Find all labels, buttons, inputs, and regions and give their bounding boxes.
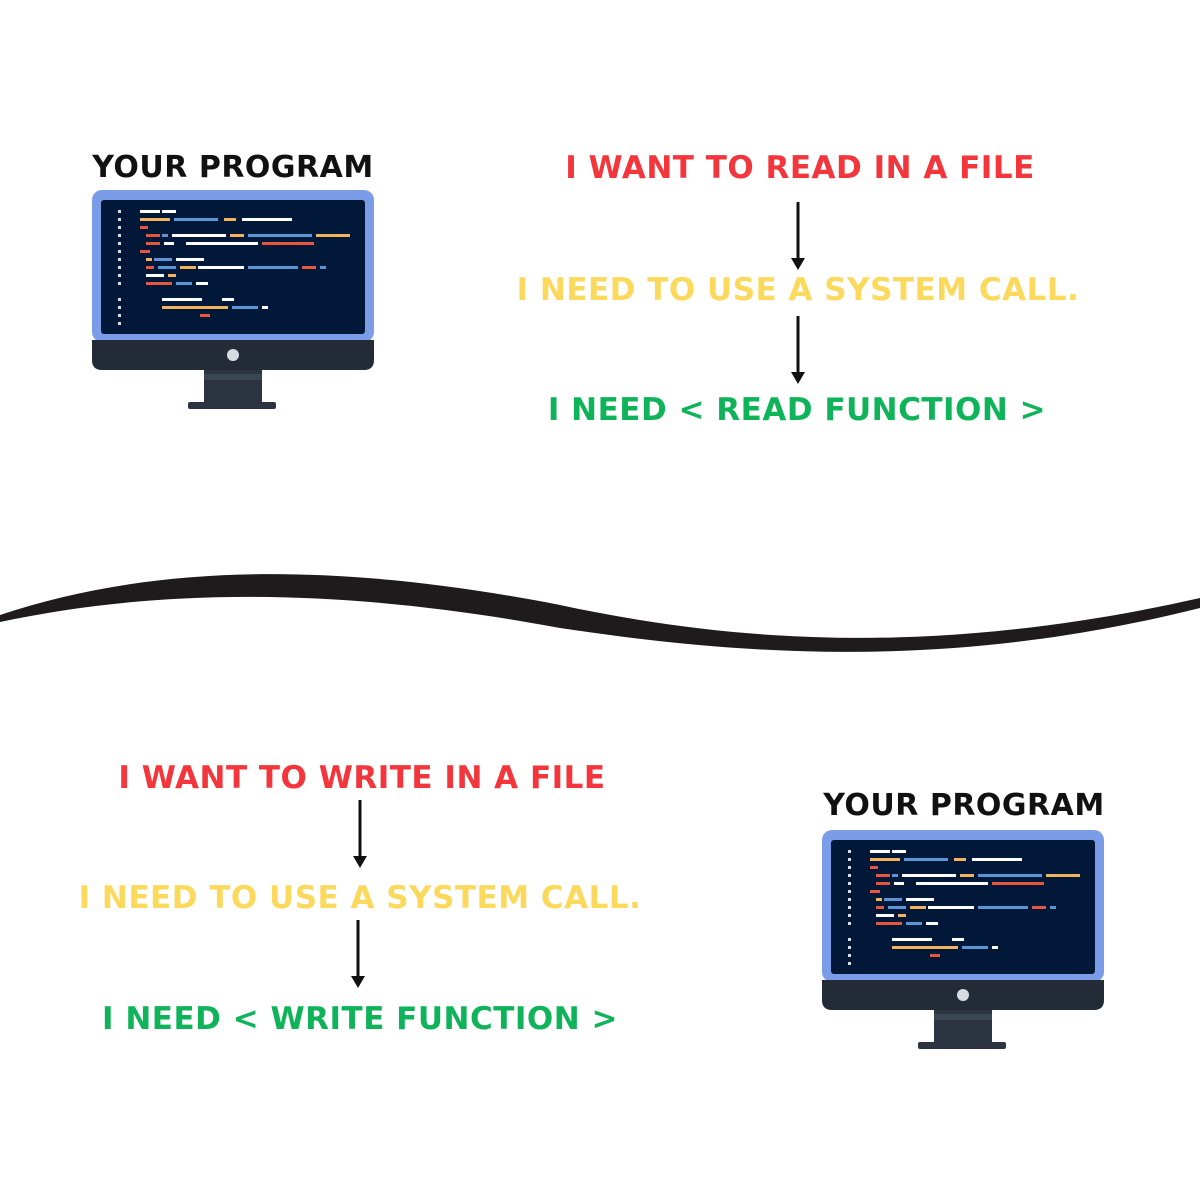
read-step-want: I WANT TO READ IN A FILE xyxy=(565,150,1035,186)
read-arrow-down-icon-2 xyxy=(791,316,805,384)
read-program-label: YOUR PROGRAM xyxy=(92,150,374,185)
write-step-system-call: I NEED TO USE A SYSTEM CALL. xyxy=(78,880,642,916)
write-step-want: I WANT TO WRITE IN A FILE xyxy=(118,760,606,796)
write-arrow-down-icon-2 xyxy=(351,920,365,988)
read-arrow-down-icon-1 xyxy=(791,202,805,270)
write-monitor-icon xyxy=(822,830,1104,1049)
write-program-label: YOUR PROGRAM xyxy=(823,788,1105,823)
write-arrow-down-icon-1 xyxy=(353,800,367,868)
wave-divider xyxy=(0,574,1200,652)
read-step-system-call: I NEED TO USE A SYSTEM CALL. xyxy=(516,272,1080,308)
write-step-need-function: I NEED < WRITE FUNCTION > xyxy=(102,1001,618,1037)
read-monitor-icon xyxy=(92,190,374,409)
read-step-need-function: I NEED < READ FUNCTION > xyxy=(547,392,1047,428)
